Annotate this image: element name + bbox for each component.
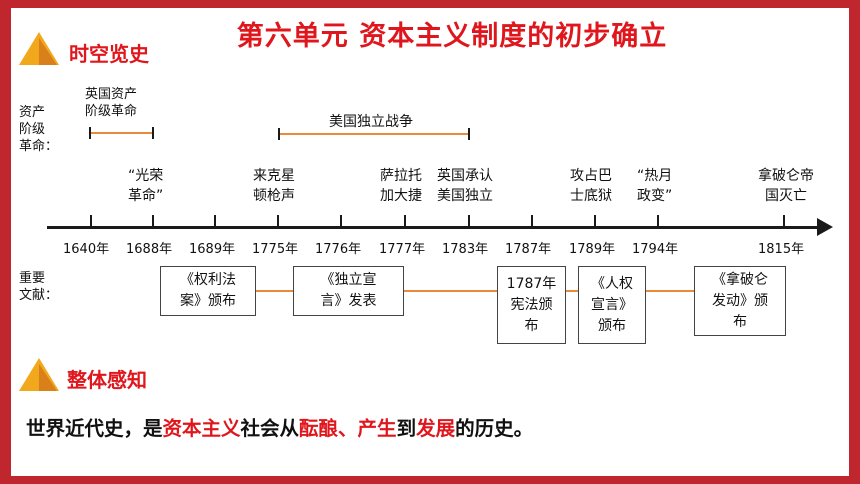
year-label: 1640年 [63, 242, 110, 257]
span-label-line: 阶级革命 [85, 104, 138, 119]
year-label: 1776年 [315, 242, 362, 257]
span-cap [152, 127, 154, 139]
document-line: 发动》颁 [712, 292, 768, 309]
row-label-revolution: 资产 阶级 革命： [19, 104, 58, 155]
timeline-tick [657, 215, 659, 227]
document-connector [566, 290, 578, 292]
timeline-arrowhead [817, 218, 833, 236]
event-thermidor: “热月 政变” [637, 166, 672, 206]
timeline-tick [214, 215, 216, 227]
document-line: 布 [733, 313, 747, 330]
document-line: 颁布 [598, 317, 626, 334]
timeline-axis [47, 226, 827, 229]
timeline-tick [277, 215, 279, 227]
event-line: 士底狱 [570, 188, 612, 204]
event-lexington: 来克星 顿枪声 [253, 166, 295, 206]
row-label-line: 革命： [19, 139, 59, 154]
event-napoleon-fall: 拿破仑帝 国灭亡 [758, 166, 814, 206]
document-line: 《拿破仑 [712, 271, 768, 288]
event-line: 顿枪声 [253, 188, 295, 204]
timeline-tick [340, 215, 342, 227]
span-american-line [279, 133, 469, 135]
event-line: 英国承认 [437, 168, 493, 184]
section-overview-label: 整体感知 [67, 368, 147, 392]
event-saratoga: 萨拉托 加大捷 [380, 166, 422, 206]
slide-title: 第六单元 资本主义制度的初步确立 [236, 21, 668, 52]
timeline-tick [404, 215, 406, 227]
timeline-tick [468, 215, 470, 227]
span-english-label: 英国资产 阶级革命 [85, 86, 137, 120]
span-cap [278, 128, 280, 140]
row-label-line: 重要 [19, 271, 46, 286]
document-rights-of-man: 《人权 宣言》 颁布 [578, 266, 646, 344]
year-label: 1775年 [252, 242, 299, 257]
document-line: 宪法颁 [510, 296, 553, 313]
document-line: 布 [524, 317, 539, 334]
event-line: 攻占巴 [570, 168, 612, 184]
document-line: 1787年 [506, 275, 557, 292]
row-label-line: 阶级 [19, 122, 46, 137]
span-american-label: 美国独立战争 [329, 114, 413, 130]
document-napoleonic-code: 《拿破仑 发动》颁 布 [694, 266, 786, 336]
event-line: “光荣 [128, 168, 164, 184]
document-connector [256, 290, 293, 292]
year-label: 1777年 [379, 242, 426, 257]
event-bastille: 攻占巴 士底狱 [570, 166, 612, 206]
event-line: 来克星 [253, 168, 295, 184]
row-label-documents: 重要 文献： [19, 270, 58, 304]
summary-sentence: 世界近代史，是资本主义社会从酝酿、产生到发展的历史。 [26, 412, 533, 441]
summary-part: 世界近代史，是 [26, 417, 163, 440]
document-line: 《独立宣 [320, 272, 377, 288]
timeline-tick [783, 215, 785, 227]
event-line: 美国独立 [437, 188, 493, 204]
document-line: 案》颁布 [180, 293, 236, 309]
year-label: 1688年 [126, 242, 173, 257]
event-glorious-revolution: “光荣 革命” [128, 166, 163, 206]
event-line: 国灭亡 [765, 188, 807, 204]
row-label-line: 资产 [19, 105, 46, 120]
document-line: 言》发表 [320, 293, 377, 309]
document-bill-of-rights: 《权利法 案》颁布 [160, 266, 256, 316]
event-line: “热月 [637, 168, 673, 184]
timeline-tick [594, 215, 596, 227]
span-cap [89, 127, 91, 139]
summary-highlight: 资本主义 [162, 417, 241, 440]
event-line: 萨拉托 [380, 168, 422, 184]
timeline-tick [152, 215, 154, 227]
row-label-line: 文献： [19, 288, 59, 303]
pyramid-icon [19, 358, 59, 391]
span-label-line: 英国资产 [85, 87, 138, 102]
document-connector [404, 290, 497, 292]
summary-part: 的历史。 [455, 417, 534, 440]
year-label: 1789年 [569, 242, 616, 257]
timeline-tick [531, 215, 533, 227]
event-line: 拿破仑帝 [758, 168, 814, 184]
year-label: 1783年 [442, 242, 489, 257]
summary-highlight: 酝酿、产生 [299, 417, 397, 440]
event-line: 政变” [637, 188, 673, 204]
document-line: 宣言》 [591, 296, 633, 313]
document-declaration-of-independence: 《独立宣 言》发表 [293, 266, 404, 316]
event-line: 革命” [128, 188, 164, 204]
document-connector [646, 290, 694, 292]
event-line: 加大捷 [380, 188, 422, 204]
document-constitution-1787: 1787年 宪法颁 布 [497, 266, 566, 344]
summary-highlight: 发展 [416, 417, 456, 440]
event-recognize-independence: 英国承认 美国独立 [437, 166, 493, 206]
year-label: 1787年 [505, 242, 552, 257]
summary-part: 到 [396, 417, 417, 440]
document-line: 《权利法 [180, 272, 236, 288]
slide: 第六单元 资本主义制度的初步确立 时空览史 资产 阶级 革命： 英国资产 阶级革… [11, 8, 849, 476]
span-english-line [91, 132, 153, 134]
summary-part: 社会从 [240, 417, 300, 440]
document-line: 《人权 [591, 275, 633, 292]
section-timeline-label: 时空览史 [69, 42, 149, 66]
year-label: 1815年 [758, 242, 805, 257]
timeline-tick [90, 215, 92, 227]
span-cap [468, 128, 470, 140]
pyramid-icon [19, 32, 59, 65]
year-label: 1794年 [632, 242, 679, 257]
year-label: 1689年 [189, 242, 236, 257]
